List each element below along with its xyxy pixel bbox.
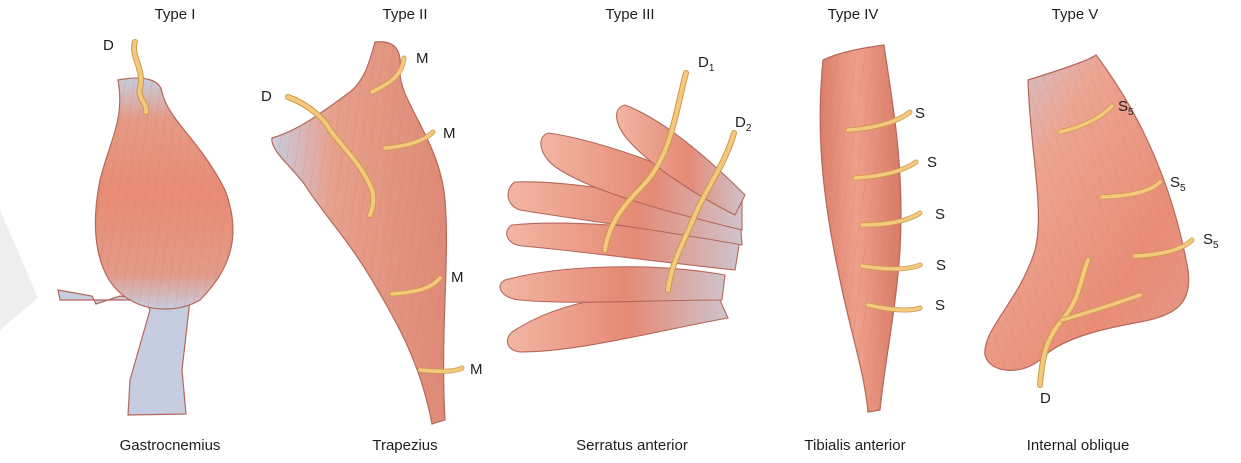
pedicle-label-m3: M — [451, 269, 464, 286]
trapezius-caption: Trapezius — [372, 437, 437, 454]
pedicle-label-s5: S — [935, 297, 945, 314]
trapezius-muscle: D M M M M — [261, 42, 483, 424]
internal-oblique-caption: Internal oblique — [1027, 437, 1130, 454]
pedicle-label-d: D — [261, 88, 272, 105]
pedicle-label-m4: M — [470, 361, 483, 378]
serratus-anterior-muscle: D1 D2 — [500, 54, 752, 355]
pedicle-label-s4: S — [936, 257, 946, 274]
pedicle-label-d: D — [103, 37, 114, 54]
pedicle-label-d: D — [1040, 390, 1051, 407]
tibialis-anterior-muscle: S S S S S — [820, 45, 946, 412]
pedicle-label-d2: D2 — [735, 114, 752, 134]
pedicle-label-s5-2: S5 — [1170, 174, 1186, 194]
background-wedge — [0, 210, 38, 330]
pedicle-label-d1: D1 — [698, 54, 715, 74]
tibialis-anterior-caption: Tibialis anterior — [804, 437, 905, 454]
pedicle-label-s5-3: S5 — [1203, 231, 1219, 251]
gastrocnemius-caption: Gastrocnemius — [120, 437, 221, 454]
gastrocnemius-muscle: D — [58, 37, 233, 415]
pedicle-label-s1: S — [915, 105, 925, 122]
pedicle-label-s3: S — [935, 206, 945, 223]
pedicle-label-m1: M — [416, 50, 429, 67]
pedicle-label-s2: S — [927, 154, 937, 171]
gastrocnemius-fibers — [95, 78, 233, 309]
serratus-anterior-caption: Serratus anterior — [576, 437, 688, 454]
internal-oblique-muscle: S5 S5 S5 D — [985, 55, 1219, 407]
pedicle-label-m2: M — [443, 125, 456, 142]
